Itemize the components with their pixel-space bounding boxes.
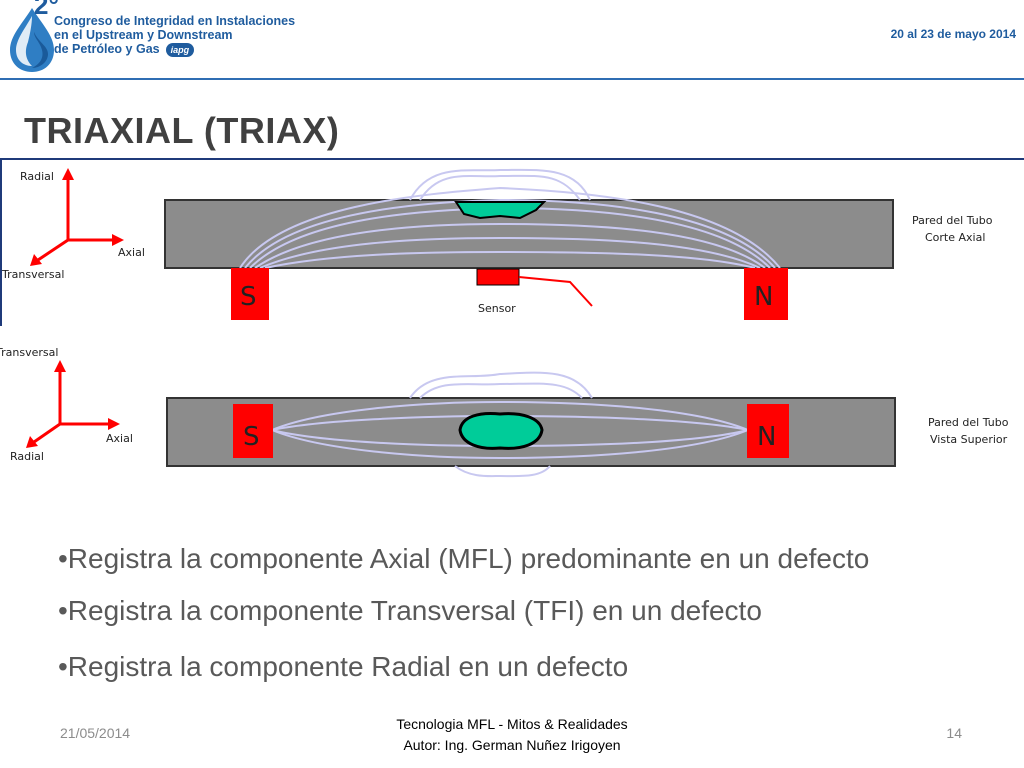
bottom-axes: Transversal Axial Radial	[0, 346, 133, 463]
bottom-magnet-south-label: S	[243, 422, 260, 452]
congress-name: 2° Congreso de Integridad en Instalacion…	[34, 0, 296, 57]
sensor	[476, 268, 520, 286]
footer-presentation-info: Tecnologia MFL - Mitos & Realidades Auto…	[312, 714, 712, 756]
bottom-pipe-label-line-1: Pared del Tubo	[928, 416, 1009, 429]
top-magnet-north-label: N	[754, 282, 773, 312]
bottom-magnet-north-label: N	[757, 422, 776, 452]
top-axes: Radial Axial Transversal	[1, 168, 145, 281]
bottom-axis-radial-label: Radial	[10, 450, 44, 463]
iapg-badge: iapg	[165, 43, 195, 57]
sensor-label: Sensor	[478, 302, 516, 315]
header-divider	[0, 78, 1024, 80]
top-pipe-label-line-1: Pared del Tubo	[912, 214, 993, 227]
slide-header: 2° Congreso de Integridad en Instalacion…	[0, 0, 1024, 80]
event-date-range: 20 al 23 de mayo 2014	[890, 27, 1016, 41]
bottom-defect	[458, 412, 544, 450]
bottom-magnet-south	[233, 404, 273, 458]
bottom-magnet-north	[747, 404, 789, 458]
logo-line-1: Congreso de Integridad en Instalaciones	[54, 14, 296, 28]
bullet-axial: •Registra la componente Axial (MFL) pred…	[58, 543, 870, 574]
logo-line-2: en el Upstream y Downstream	[54, 28, 233, 42]
sensor-cable	[518, 276, 593, 307]
bullet-transversal: •Registra la componente Transversal (TFI…	[58, 595, 762, 626]
top-magnet-south	[231, 268, 269, 320]
top-axis-radial-label: Radial	[20, 170, 54, 183]
logo-number: 2°	[34, 0, 59, 20]
congress-logo-icon	[10, 8, 54, 72]
slide-title: TRIAXIAL (TRIAX)	[24, 110, 340, 151]
footer-date: 21/05/2014	[60, 725, 131, 741]
top-axis-transversal-label: Transversal	[1, 268, 64, 281]
triax-diagram: Radial Axial Transversal S N Sensor Pare…	[0, 158, 1024, 478]
bullet-radial: •Registra la componente Radial en un def…	[58, 651, 629, 682]
footer-presentation-title: Tecnologia MFL - Mitos & Realidades	[396, 716, 628, 732]
logo-line-3: de Petróleo y Gas	[54, 42, 160, 56]
footer-author: Autor: Ing. German Nuñez Irigoyen	[403, 737, 621, 753]
bottom-pipe-label-line-2: Vista Superior	[930, 433, 1008, 446]
bottom-axis-axial-label: Axial	[106, 432, 133, 445]
top-pipe-label-line-2: Corte Axial	[925, 231, 985, 244]
bottom-axis-transversal-label: Transversal	[0, 346, 58, 359]
top-magnet-north	[744, 268, 788, 320]
top-defect	[454, 201, 547, 220]
slide-number: 14	[946, 725, 962, 741]
top-magnet-south-label: S	[240, 282, 257, 312]
top-axis-axial-label: Axial	[118, 246, 145, 259]
